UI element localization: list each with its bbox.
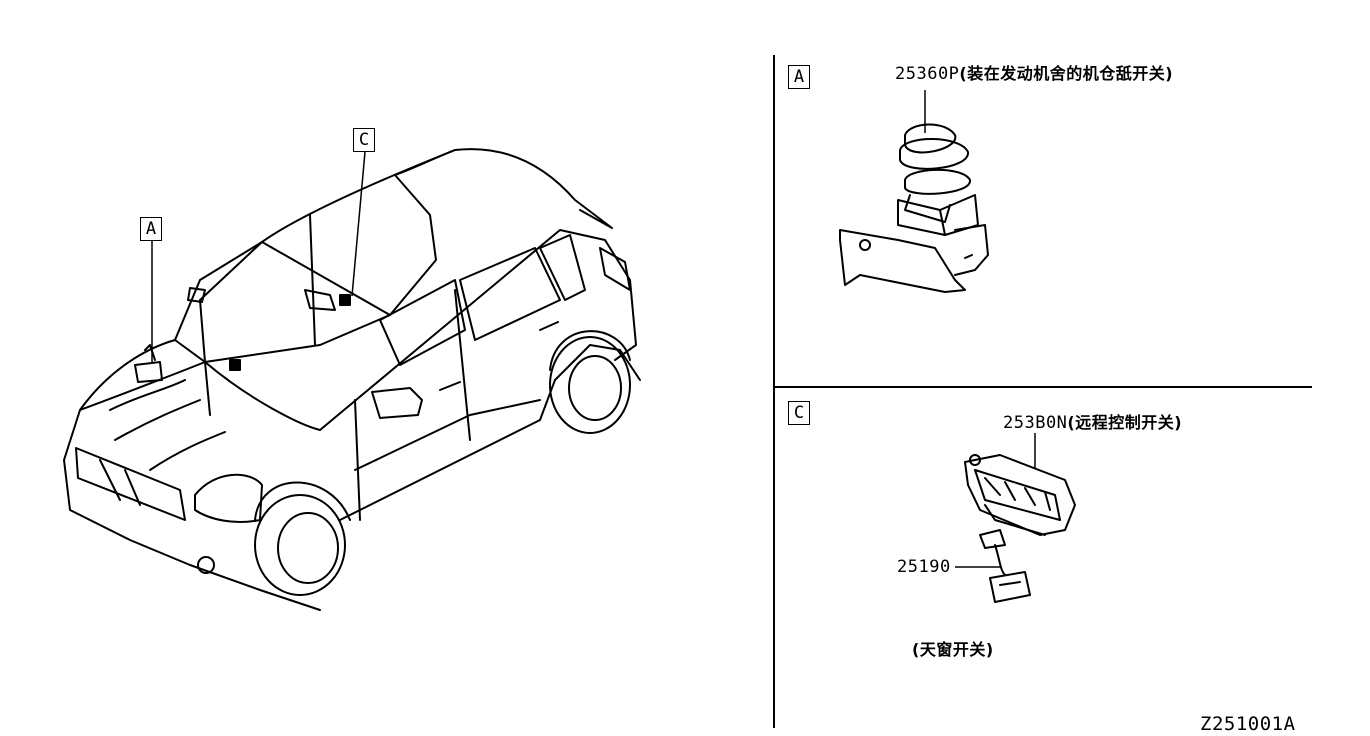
panel-c-label: C <box>788 401 810 425</box>
panel-dividers <box>773 55 1312 728</box>
part-25360p-label: 25360P(装在发动机舍的机仓舐开关) <box>895 64 1173 84</box>
part-description: (远程控制开关) <box>1067 413 1183 432</box>
panel-a-label: A <box>788 65 810 89</box>
part-description: (装在发动机舍的机仓舐开关) <box>959 64 1174 83</box>
part-253b0n-label: 253B0N(远程控制开关) <box>1003 413 1182 433</box>
figure-code: Z251001A <box>1200 713 1296 735</box>
sunroof-switch-illustration <box>979 529 1031 603</box>
part-25190-label: 25190 <box>897 557 951 577</box>
remote-control-switch-illustration <box>964 454 1076 536</box>
part-number: 253B0N <box>1003 413 1068 433</box>
callout-a-box[interactable]: A <box>140 217 162 241</box>
callout-leaders <box>151 151 366 362</box>
vehicle-illustration <box>63 148 641 611</box>
callout-c-box[interactable]: C <box>353 128 375 152</box>
hood-switch-illustration <box>839 123 989 293</box>
sunroof-switch-description: (天窗开关) <box>912 640 994 659</box>
part-number: 25360P <box>895 64 960 84</box>
